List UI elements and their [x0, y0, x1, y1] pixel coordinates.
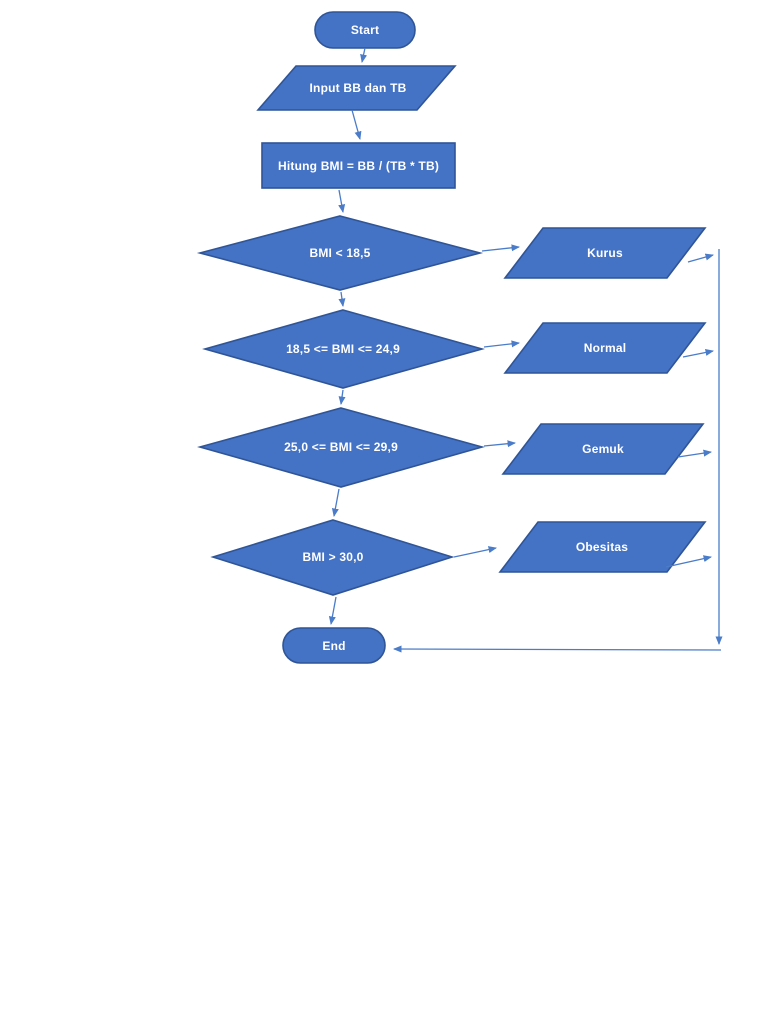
decision3-diamond-shape [197, 407, 485, 488]
end-terminator-shape [282, 627, 386, 664]
connector-decision3-output3 [483, 440, 516, 448]
connector-input-process [351, 109, 362, 140]
output4-parallelogram-shape [498, 521, 707, 573]
output3-parallelogram-shape [501, 423, 705, 475]
connector-output3-collector [677, 449, 712, 458]
connector-output1-collector [687, 253, 714, 263]
connector-decision4-end [328, 596, 337, 625]
connector-start-input [360, 47, 367, 63]
connector-output2-collector [682, 349, 714, 358]
connector-process-decision1 [338, 189, 346, 213]
process-rect-shape [261, 142, 456, 189]
connector-decision2-decision3 [338, 389, 346, 405]
connector-decision4-output4 [453, 546, 497, 558]
decision4-diamond-shape [210, 519, 455, 596]
output2-parallelogram-shape [503, 322, 707, 374]
connector-decision3-decision4 [331, 488, 340, 517]
connector-decision2-output2 [483, 340, 520, 348]
output1-parallelogram-shape [503, 227, 707, 279]
start-terminator-shape [314, 11, 416, 49]
input-parallelogram-shape [256, 65, 457, 111]
decision1-diamond-shape [196, 215, 484, 291]
connector-decision1-output1 [481, 244, 520, 252]
decision2-diamond-shape [202, 309, 485, 389]
connector-collector-end [393, 645, 722, 653]
connector-decision1-decision2 [338, 291, 346, 307]
connector-output4-collector [665, 555, 712, 568]
